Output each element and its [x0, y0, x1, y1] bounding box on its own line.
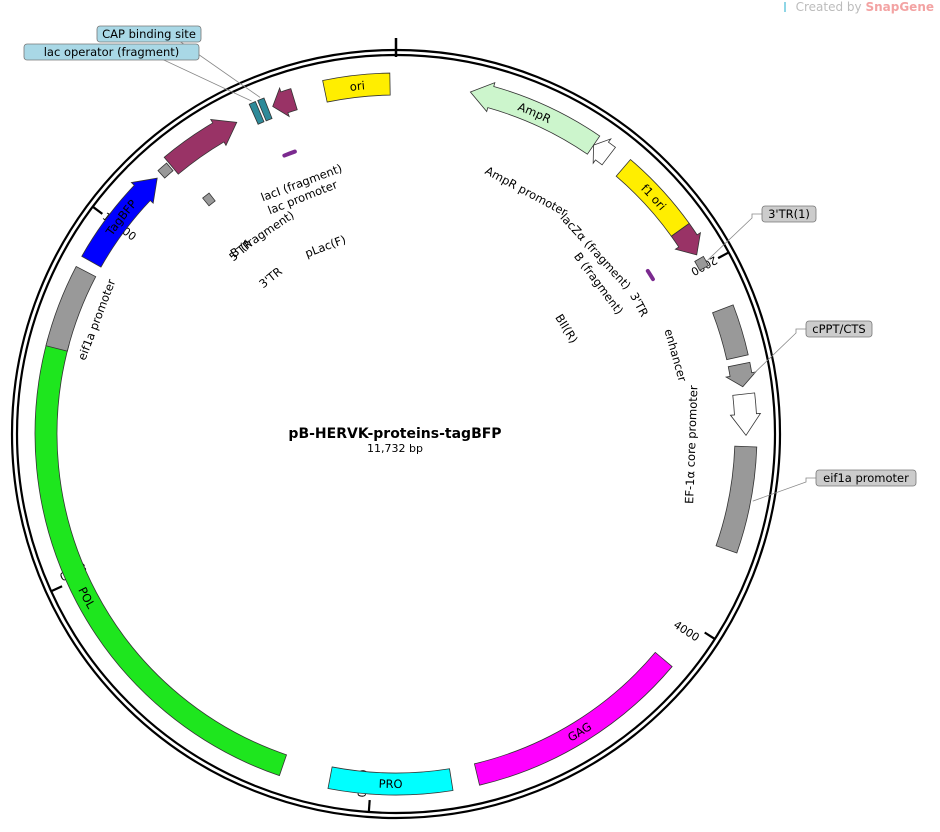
feature-bii-r[interactable] [645, 268, 655, 282]
feature-label-ef1a-core: EF-1α core promoter [682, 385, 700, 504]
feature-ori[interactable] [322, 72, 391, 103]
feature-label-ampr-promoter: AmpR promoter [483, 163, 570, 219]
position-ticks: 200040006000800010,000 [50, 205, 730, 813]
tick-mark-4 [92, 205, 103, 215]
feature-pol[interactable] [34, 337, 288, 777]
leader-line-callout-eif1a [752, 477, 816, 502]
callout-box-callout-eif1a[interactable] [815, 469, 917, 487]
tick-label-1: 4000 [671, 618, 702, 644]
callout-label-callout-3tr1: 3'TR(1) [768, 207, 810, 221]
feature-pro[interactable] [327, 766, 454, 796]
feature-label-bii-r: BII(R) [552, 312, 581, 346]
callout-layer: CAP binding site lac operator (fragment) 3… [23, 25, 917, 502]
callout-box-callout-lacop[interactable] [23, 43, 200, 61]
leader-line-callout-cap [174, 33, 261, 98]
snapgene-watermark: Created by SnapGene [783, 0, 934, 14]
feature-eif1a-promoter-left[interactable] [45, 265, 97, 352]
feature-ef1a-core[interactable] [729, 392, 762, 436]
plasmid-name: pB-HERVK-proteins-tagBFP [288, 426, 501, 442]
leader-line-callout-3tr1 [707, 213, 762, 261]
feature-label-3tr-left: 3'TR [256, 264, 285, 291]
feature-label-ori: ori [349, 78, 366, 94]
plasmid-size: 11,732 bp [367, 442, 423, 455]
feature-gag[interactable] [473, 651, 673, 786]
watermark-prefix: Created by [795, 0, 862, 14]
watermark-brand: SnapGene [865, 0, 934, 14]
plasmid-backbone [10, 38, 782, 820]
callout-label-callout-eif1a: eif1a promoter [823, 471, 909, 485]
callout-box-callout-cppt[interactable] [805, 320, 873, 338]
feature-label-plac-f: pLac(F) [303, 232, 348, 260]
feature-b-fragment-right[interactable] [670, 222, 701, 256]
feature-3tr-left[interactable] [202, 192, 216, 207]
callout-box-callout-cap[interactable] [96, 25, 202, 43]
snapgene-logo-icon [783, 2, 790, 12]
feature-cppt-cts[interactable] [724, 361, 757, 388]
feature-label-b-fragment-left: B (fragment) [228, 208, 297, 261]
feature-3tr-right[interactable] [694, 255, 710, 271]
feature-label-3tr-right: 3'TR [627, 290, 651, 319]
feature-label-pro: PRO [378, 777, 402, 791]
feature-b-fragment-left[interactable] [163, 119, 238, 175]
feature-cap-binding[interactable] [257, 97, 273, 122]
feature-label-enhancer: enhancer [662, 327, 690, 383]
feature-5tr[interactable] [157, 162, 174, 179]
tick-mark-3 [50, 585, 63, 593]
feature-enhancer[interactable] [712, 304, 749, 361]
feature-laci-fragment[interactable] [272, 86, 298, 118]
callout-label-callout-cap: CAP binding site [102, 27, 196, 41]
callout-label-callout-lacop: lac operator (fragment) [44, 45, 180, 59]
callout-label-callout-cppt: cPPT/CTS [812, 322, 865, 336]
feature-lac-operator[interactable] [248, 100, 265, 125]
callout-box-callout-3tr1[interactable] [761, 205, 817, 223]
feature-tagbfp[interactable] [81, 177, 158, 268]
feature-eif1a-promoter-right[interactable] [715, 445, 758, 554]
tick-mark-0 [717, 251, 730, 260]
tick-mark-1 [704, 631, 716, 640]
feature-plac-f[interactable] [282, 149, 297, 158]
feature-ampr-promoter[interactable] [592, 138, 617, 166]
feature-layer [34, 72, 762, 796]
leader-line-callout-cppt [753, 328, 806, 374]
tick-mark-2 [367, 799, 371, 813]
